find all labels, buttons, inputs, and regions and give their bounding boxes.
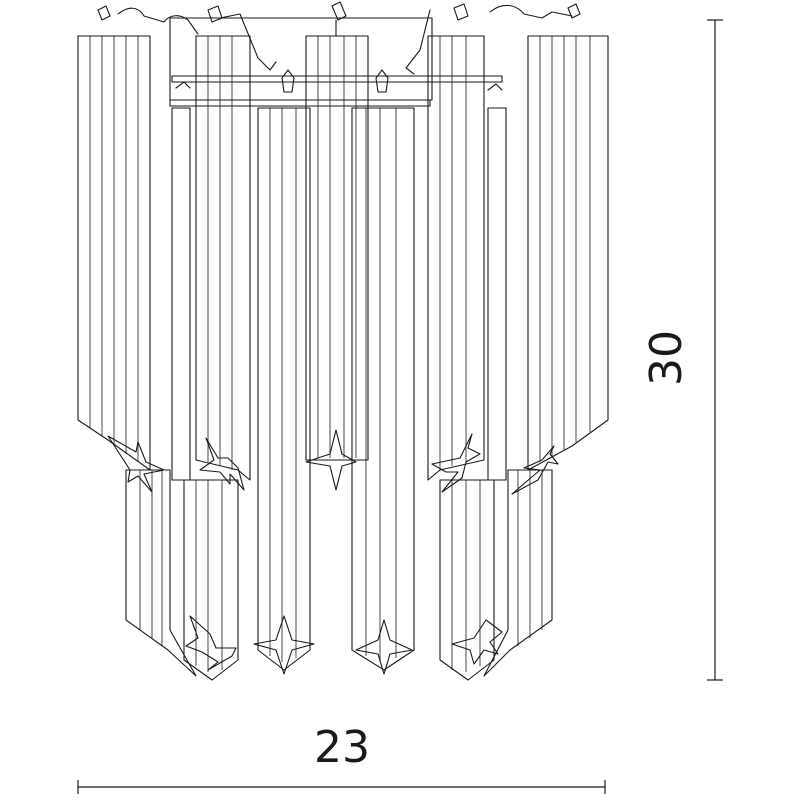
top-hooks xyxy=(97,1,581,93)
height-dimension-label: 30 xyxy=(641,330,692,386)
width-dimension-label: 23 xyxy=(314,722,370,773)
wall-mount-plate xyxy=(169,17,503,107)
width-dimension-line xyxy=(77,780,606,794)
front-crystal-rods xyxy=(125,107,553,681)
back-crystal-rods xyxy=(77,35,609,481)
star-crystal-tips xyxy=(107,429,559,675)
height-dimension-line xyxy=(707,19,723,681)
